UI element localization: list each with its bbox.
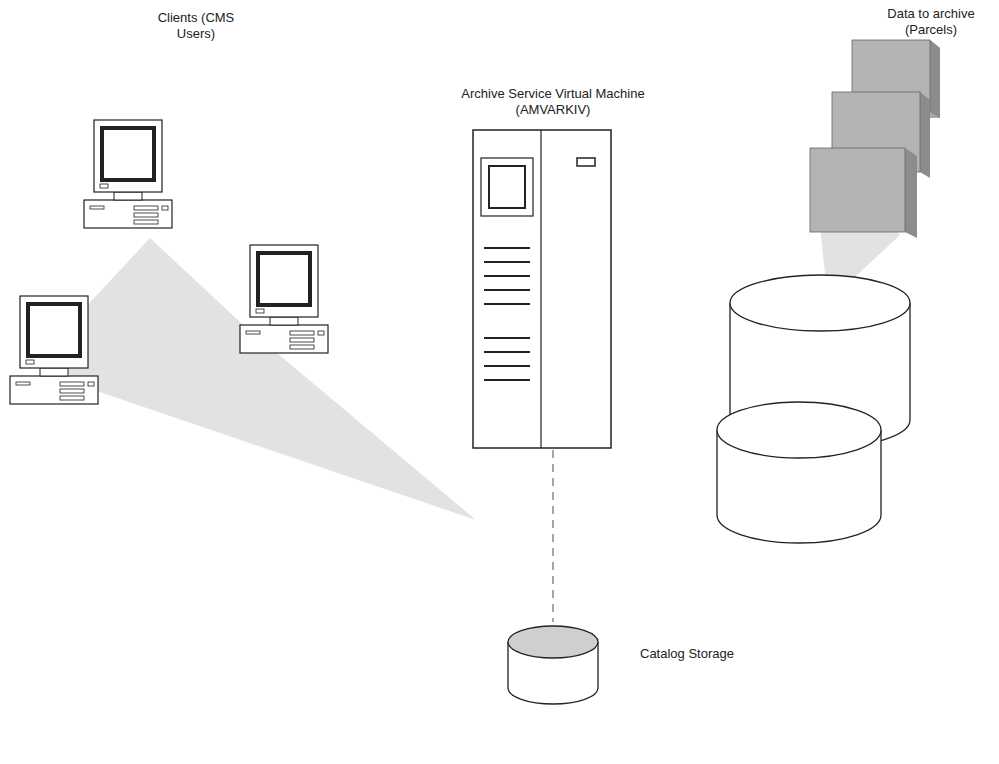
node-label: Data to archive (Parcels) <box>878 6 984 39</box>
dashed-connector <box>553 450 554 622</box>
node-label: Catalog Storage <box>640 646 760 662</box>
group-node: Clients (CMS Users) <box>148 10 244 43</box>
group-node: Data to archive (Parcels) <box>878 6 984 39</box>
node-label: Archive Service Virtual Machine (AMVARKI… <box>446 86 661 119</box>
storage-node: Catalog Storage <box>508 622 598 708</box>
node-label: Clients (CMS Users) <box>148 10 244 43</box>
connector-line <box>552 450 554 622</box>
server-node: Archive Service Virtual Machine (AMVARKI… <box>483 86 623 450</box>
